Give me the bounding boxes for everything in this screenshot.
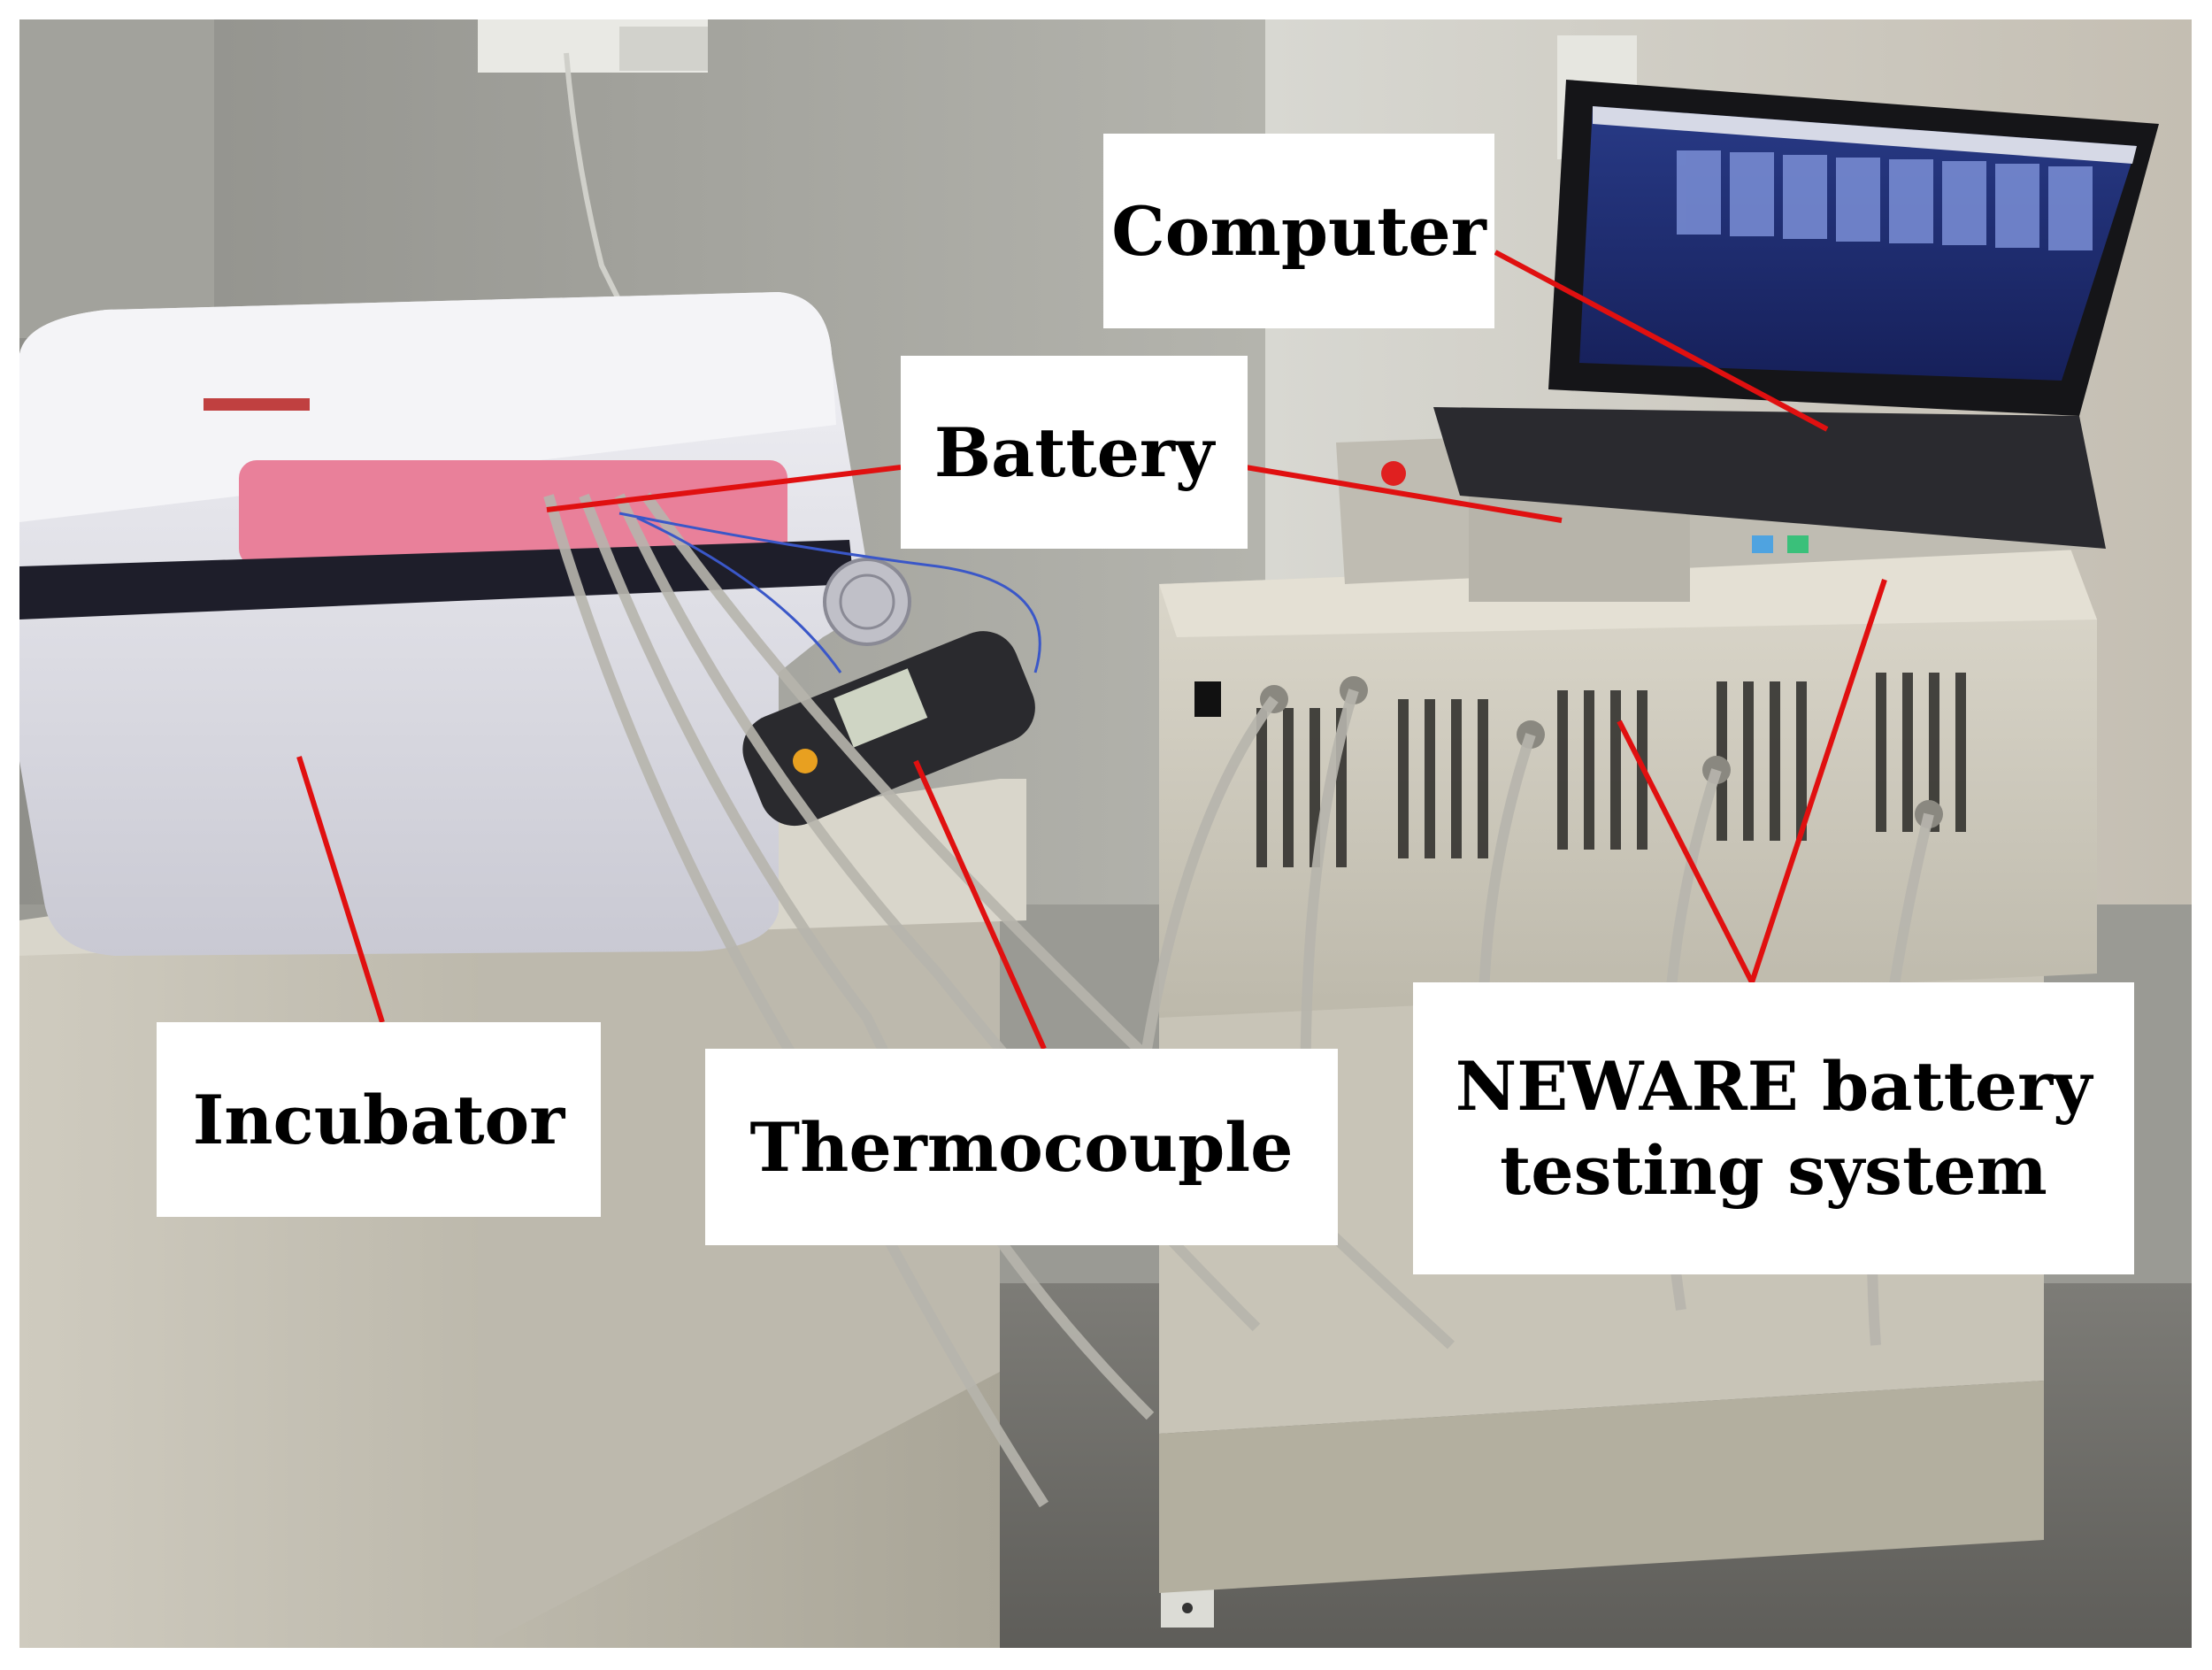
incubator-photo <box>19 292 911 956</box>
battery-label: Battery <box>901 356 1248 549</box>
leader-lines <box>296 250 1887 1050</box>
incubator-label-text: Incubator <box>192 1080 565 1159</box>
thermocouple-label: Thermocouple <box>705 1049 1338 1245</box>
computer-label: Computer <box>1103 134 1494 328</box>
incubator-label: Incubator <box>157 1022 601 1217</box>
neware-label-line2: testing system <box>1500 1131 2047 1210</box>
thermocouple-label-text: Thermocouple <box>749 1107 1294 1187</box>
neware-label: NEWARE battery testing system <box>1413 982 2134 1274</box>
neware-label-line1: NEWARE battery <box>1455 1047 2093 1126</box>
laptop-photo <box>1433 80 2159 549</box>
computer-label-text: Computer <box>1111 191 1486 271</box>
battery-label-text: Battery <box>933 412 1215 492</box>
thermocouple-meter-photo <box>742 631 1035 827</box>
